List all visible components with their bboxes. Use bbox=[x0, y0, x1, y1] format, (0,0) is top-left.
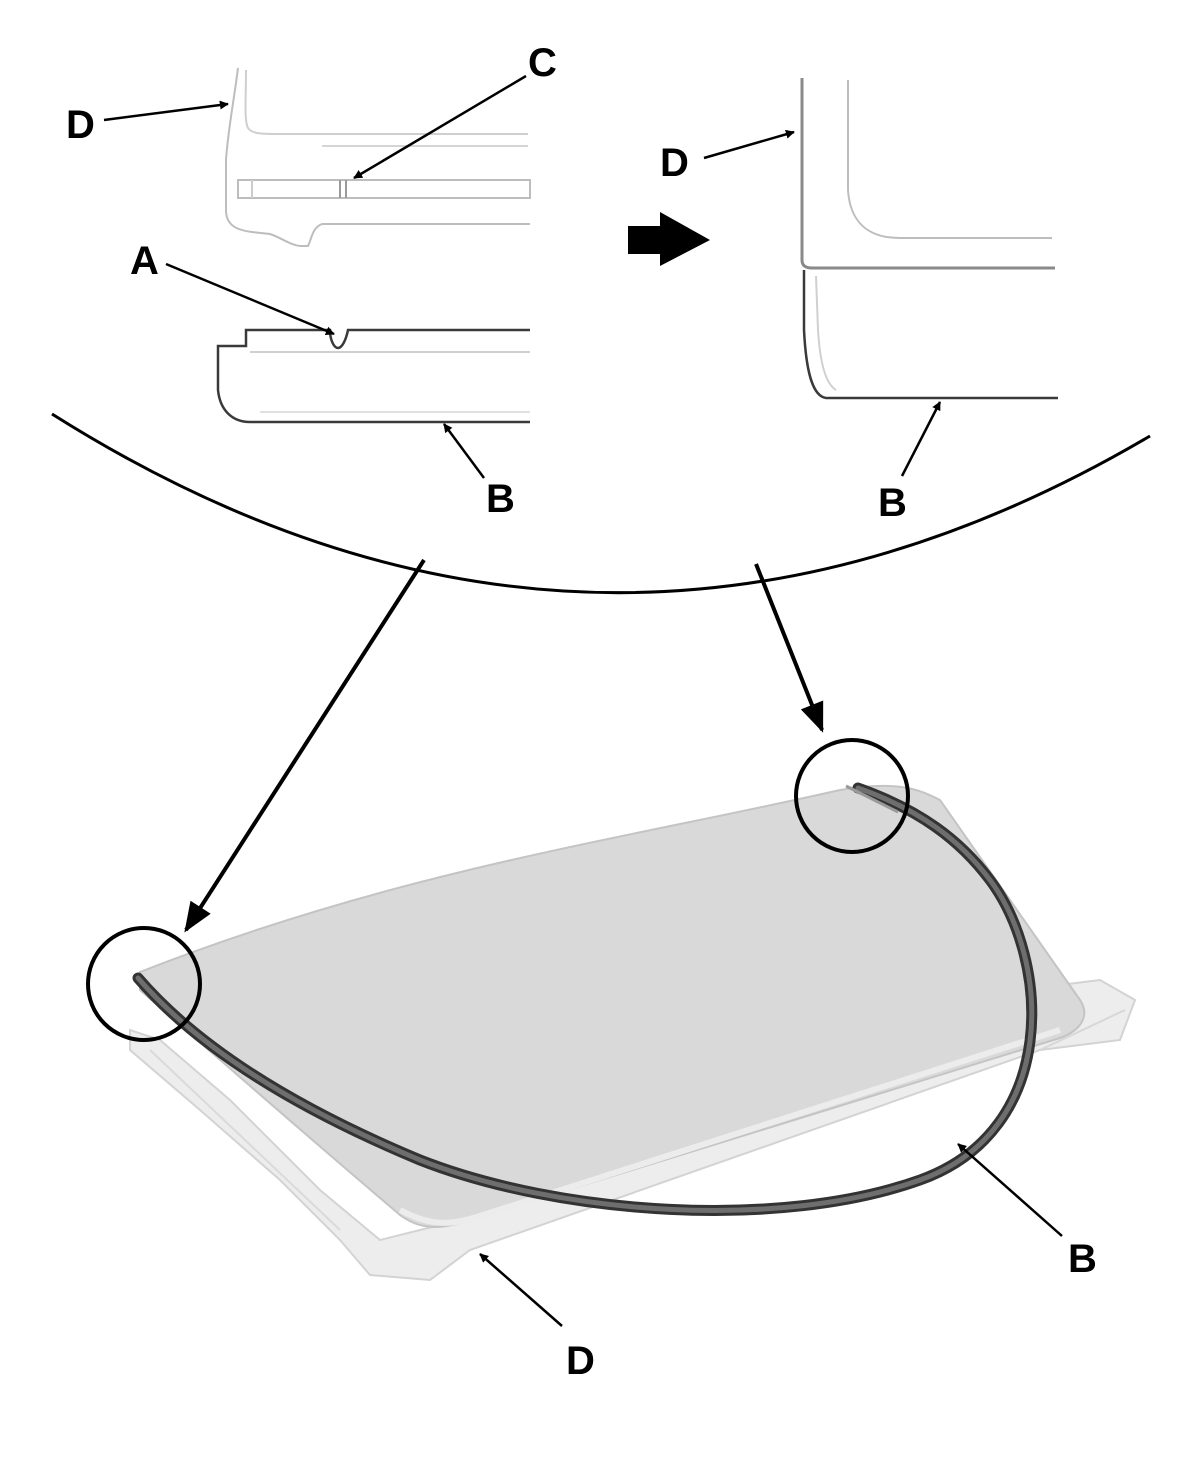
seal-after bbox=[802, 270, 1058, 400]
leader-arrow-right bbox=[754, 563, 824, 733]
leader-b-top-left bbox=[442, 423, 486, 479]
seal-before bbox=[216, 328, 530, 424]
panel-edge-before bbox=[225, 67, 530, 247]
callout-b-top-right: B bbox=[878, 481, 907, 525]
callout-b-top-left: B bbox=[486, 477, 515, 521]
detail-arc bbox=[51, 412, 1151, 595]
detail-circle-left bbox=[86, 926, 202, 1042]
callout-c: C bbox=[528, 41, 557, 85]
transition-arrow bbox=[628, 212, 710, 266]
leader-d-top-right bbox=[703, 129, 795, 160]
detail-before bbox=[216, 67, 531, 424]
leader-d-top-left bbox=[103, 100, 229, 122]
callout-d-bottom: D bbox=[566, 1339, 595, 1383]
glass-panel bbox=[139, 784, 1086, 1228]
callout-b-bottom: B bbox=[1068, 1237, 1097, 1281]
callout-a: A bbox=[130, 239, 159, 283]
leader-d-bottom bbox=[479, 1253, 563, 1327]
leader-c bbox=[353, 74, 527, 180]
panel-edge-after bbox=[800, 78, 1055, 270]
leader-b-top-right bbox=[900, 401, 942, 477]
leader-arrow-left bbox=[184, 558, 426, 933]
sunroof-assembly bbox=[129, 782, 1137, 1282]
detail-circle-right bbox=[794, 738, 910, 854]
groove-before bbox=[237, 179, 531, 199]
panel-inner-curve-after bbox=[847, 80, 1052, 239]
callout-d-top-right: D bbox=[660, 141, 689, 185]
panel-inner-curve-before bbox=[244, 69, 528, 135]
callout-d-top-left: D bbox=[66, 103, 95, 147]
leader-a bbox=[165, 262, 335, 336]
leader-b-bottom bbox=[957, 1143, 1063, 1237]
detail-after bbox=[800, 78, 1058, 400]
